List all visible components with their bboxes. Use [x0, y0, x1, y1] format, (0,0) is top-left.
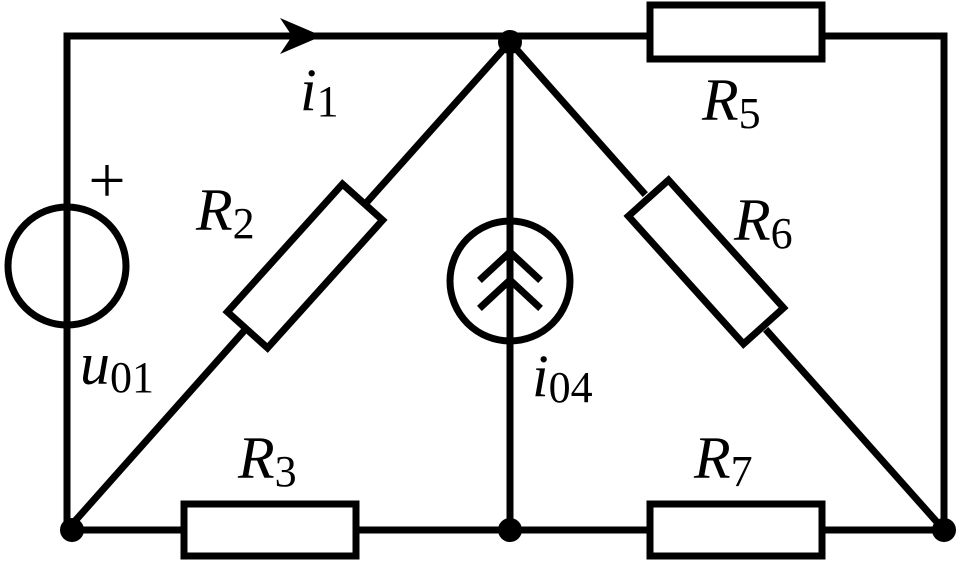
node-bottom-right — [932, 518, 956, 542]
label-r5: R5 — [701, 67, 761, 138]
wire-r6-lower — [763, 327, 949, 535]
voltage-source-u01 — [4, 203, 130, 329]
wire-r2-upper — [362, 37, 515, 207]
current-source-chevron-upper-icon — [477, 247, 543, 283]
current-source-chevron-lower-icon — [477, 275, 543, 311]
wire-r2-lower — [62, 326, 249, 535]
resistor-r7 — [646, 500, 826, 560]
label-i04: i04 — [532, 343, 593, 412]
label-r7: R7 — [693, 425, 753, 496]
resistor-r2 — [222, 179, 388, 353]
wire-top-right — [819, 32, 948, 534]
label-u01: u01 — [80, 331, 154, 402]
current-source-i04 — [446, 217, 574, 345]
label-r2: R2 — [195, 177, 255, 248]
node-bottom-left — [60, 518, 84, 542]
resistor-r5 — [646, 1, 826, 63]
node-bottom-middle — [498, 518, 522, 542]
plus-sign: + — [88, 144, 125, 217]
junction-nodes — [60, 30, 956, 542]
node-top — [498, 30, 522, 54]
label-r3: R3 — [237, 425, 297, 496]
wire-r6-upper — [505, 37, 648, 197]
label-r6: R6 — [733, 187, 793, 258]
resistor-r6 — [623, 175, 789, 349]
i1-arrow-icon — [280, 18, 322, 54]
resistor-r3 — [180, 500, 360, 560]
label-i1: i1 — [300, 57, 339, 126]
